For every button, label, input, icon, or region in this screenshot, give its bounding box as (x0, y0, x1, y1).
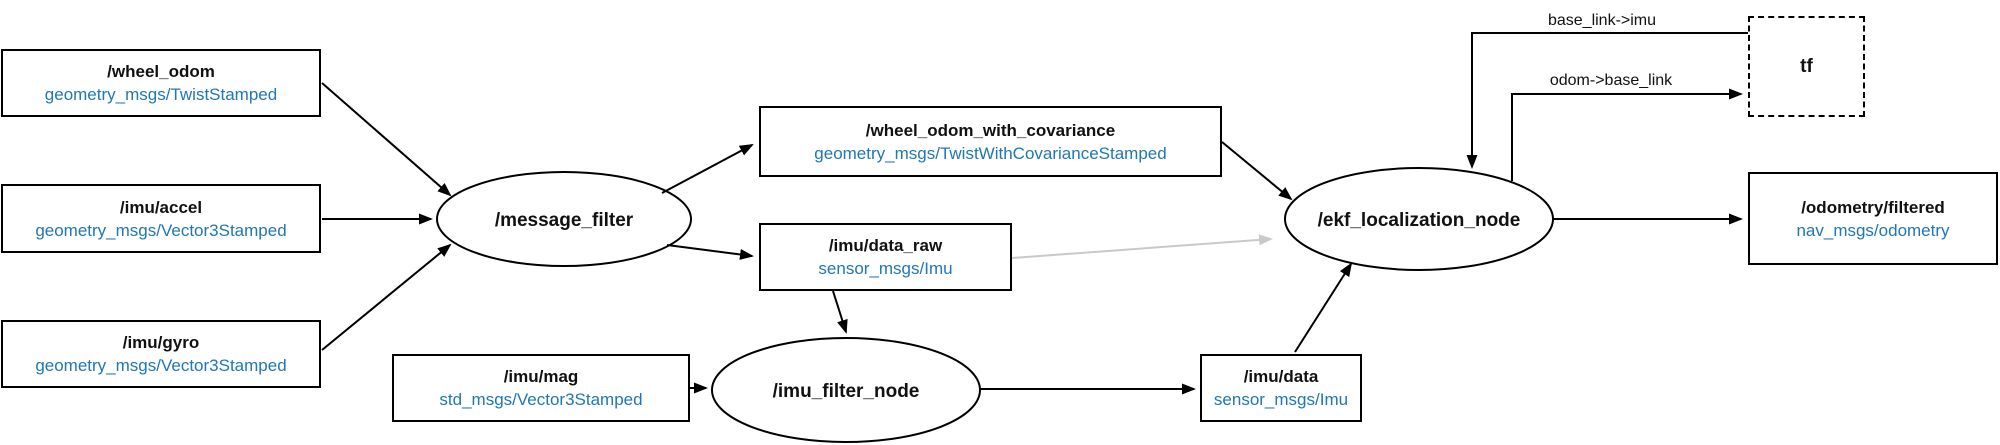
topic-type: sensor_msgs/Imu (818, 259, 953, 278)
topic-box-odometry-filtered: /odometry/filtered nav_msgs/odometry (1748, 172, 1998, 265)
topic-box-wheel-odom: /wheel_odom geometry_msgs/TwistStamped (1, 49, 321, 117)
topic-name: /imu/gyro (122, 333, 200, 352)
edge-imu-data-raw-to-imu-filter-node (832, 290, 848, 334)
edge-message-filter-to-imu-data-raw (666, 244, 754, 260)
topic-name: /imu/data_raw (828, 236, 943, 255)
topic-box-imu-gyro: /imu/gyro geometry_msgs/Vector3Stamped (1, 320, 321, 388)
topic-type: nav_msgs/odometry (1796, 220, 1950, 240)
topic-type: geometry_msgs/TwistStamped (44, 85, 278, 104)
topic-type: geometry_msgs/Vector3Stamped (35, 220, 287, 240)
topic-name: /imu/mag (503, 367, 579, 386)
edge-imu-data-to-ekf (1294, 262, 1353, 353)
topic-type: geometry_msgs/TwistWithCovarianceStamped (814, 143, 1167, 163)
node-label-ekf-localization-node: /ekf_localization_node (1318, 210, 1521, 231)
tf-label: tf (1800, 56, 1813, 77)
topic-box-imu-data-raw: /imu/data_raw sensor_msgs/Imu (759, 223, 1012, 291)
edge-imu-gyro-to-message-filter (321, 243, 452, 351)
edge-label-base-link-imu: base_link->imu (1548, 12, 1656, 29)
topic-box-imu-data: /imu/data sensor_msgs/Imu (1200, 354, 1362, 422)
topic-type: std_msgs/Vector3Stamped (439, 390, 643, 409)
edge-tf-to-ekf-base-link-imu (1466, 32, 1748, 169)
node-label-imu-filter-node: /imu_filter_node (773, 381, 920, 402)
node-label-message-filter: /message_filter (495, 210, 634, 231)
edge-wheel-odom-to-message-filter (321, 82, 452, 197)
edge-wheel-odom-cov-to-ekf (1221, 141, 1293, 201)
tf-frame-box: tf (1748, 16, 1865, 117)
topic-name: /imu/data (1243, 367, 1319, 386)
topic-box-wheel-odom-with-covariance: /wheel_odom_with_covariance geometry_msg… (759, 106, 1222, 177)
topic-name: /imu/accel (119, 197, 203, 217)
topic-type: sensor_msgs/Imu (1213, 390, 1349, 409)
edge-imu-data-raw-to-ekf-inactive (1011, 234, 1273, 259)
topic-name: /odometry/filtered (1801, 197, 1945, 217)
edge-message-filter-to-wheel-odom-cov (661, 144, 754, 194)
topic-box-imu-accel: /imu/accel geometry_msgs/Vector3Stamped (1, 184, 321, 253)
edge-label-odom-base-link: odom->base_link (1550, 72, 1673, 89)
node-message-filter (436, 171, 692, 267)
topic-type: geometry_msgs/Vector3Stamped (35, 356, 287, 375)
topic-name: /wheel_odom (107, 62, 215, 81)
topic-name: /wheel_odom_with_covariance (865, 120, 1116, 140)
topic-box-imu-mag: /imu/mag std_msgs/Vector3Stamped (392, 354, 690, 422)
edge-ekf-to-tf-odom-base-link (1511, 88, 1743, 181)
